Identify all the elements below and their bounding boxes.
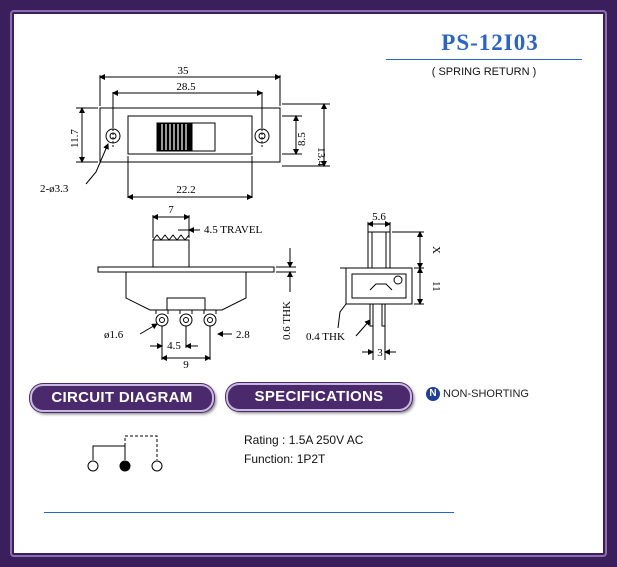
specifications-heading: SPECIFICATIONS [226, 383, 412, 411]
dim-side-pin: 3 [377, 347, 383, 359]
front-actuator [152, 239, 190, 268]
dim-hole-note: 2-ø3.3 [40, 183, 69, 195]
circuit-diagram-heading: CIRCUIT DIAGRAM [30, 384, 214, 412]
non-shorting-icon: N [426, 387, 440, 401]
dim-mount-spacing: 28.5 [176, 81, 196, 93]
spec-function: Function: 1P2T [244, 452, 326, 466]
dim-side-x: X [430, 246, 442, 254]
dim-pin-span: 9 [183, 359, 189, 371]
pin-left [155, 313, 169, 327]
dim-pin-diameter: ø1.6 [104, 329, 124, 341]
mount-hole-left [105, 128, 121, 144]
front-view [97, 214, 296, 361]
dim-width-body: 8.5 [296, 132, 308, 146]
side-actuator [367, 231, 391, 269]
top-view [76, 74, 330, 200]
dim-height-outer: 13.4 [315, 147, 327, 167]
title-underline [386, 59, 582, 60]
dim-side-height: 11 [430, 281, 442, 292]
mount-plate [99, 107, 281, 163]
spec-rating: Rating : 1.5A 250V AC [244, 433, 364, 447]
dim-side-thickness: 0.4 THK [306, 331, 345, 343]
pin-center [179, 313, 193, 327]
actuator-knob [157, 123, 193, 151]
terminal-left [87, 460, 99, 472]
bottom-rule [44, 512, 454, 513]
dim-width-outer: 11.7 [69, 129, 81, 148]
dim-pin-width: 2.8 [236, 329, 250, 341]
dim-overall-length: 35 [178, 65, 190, 77]
mount-hole-right [254, 128, 270, 144]
side-view [337, 221, 424, 360]
front-mount-plate [97, 266, 275, 273]
terminal-right [151, 460, 163, 472]
non-shorting-label: NON-SHORTING [443, 388, 529, 400]
dim-thickness-mount: 0.6 THK [281, 301, 293, 340]
pin-right [203, 313, 217, 327]
dim-travel: 4.5 TRAVEL [204, 224, 263, 236]
model-title: PS-12I03 [441, 30, 539, 55]
terminal-common [119, 460, 131, 472]
side-pin [369, 303, 374, 327]
side-body [345, 267, 413, 305]
dim-pin-pitch: 4.5 [167, 340, 181, 352]
dim-body-length: 22.2 [176, 184, 195, 196]
model-subtitle: ( SPRING RETURN ) [431, 66, 537, 78]
dim-actuator: 7 [168, 204, 174, 216]
circuit-diagram [87, 435, 163, 472]
dim-side-width: 5.6 [372, 211, 386, 223]
